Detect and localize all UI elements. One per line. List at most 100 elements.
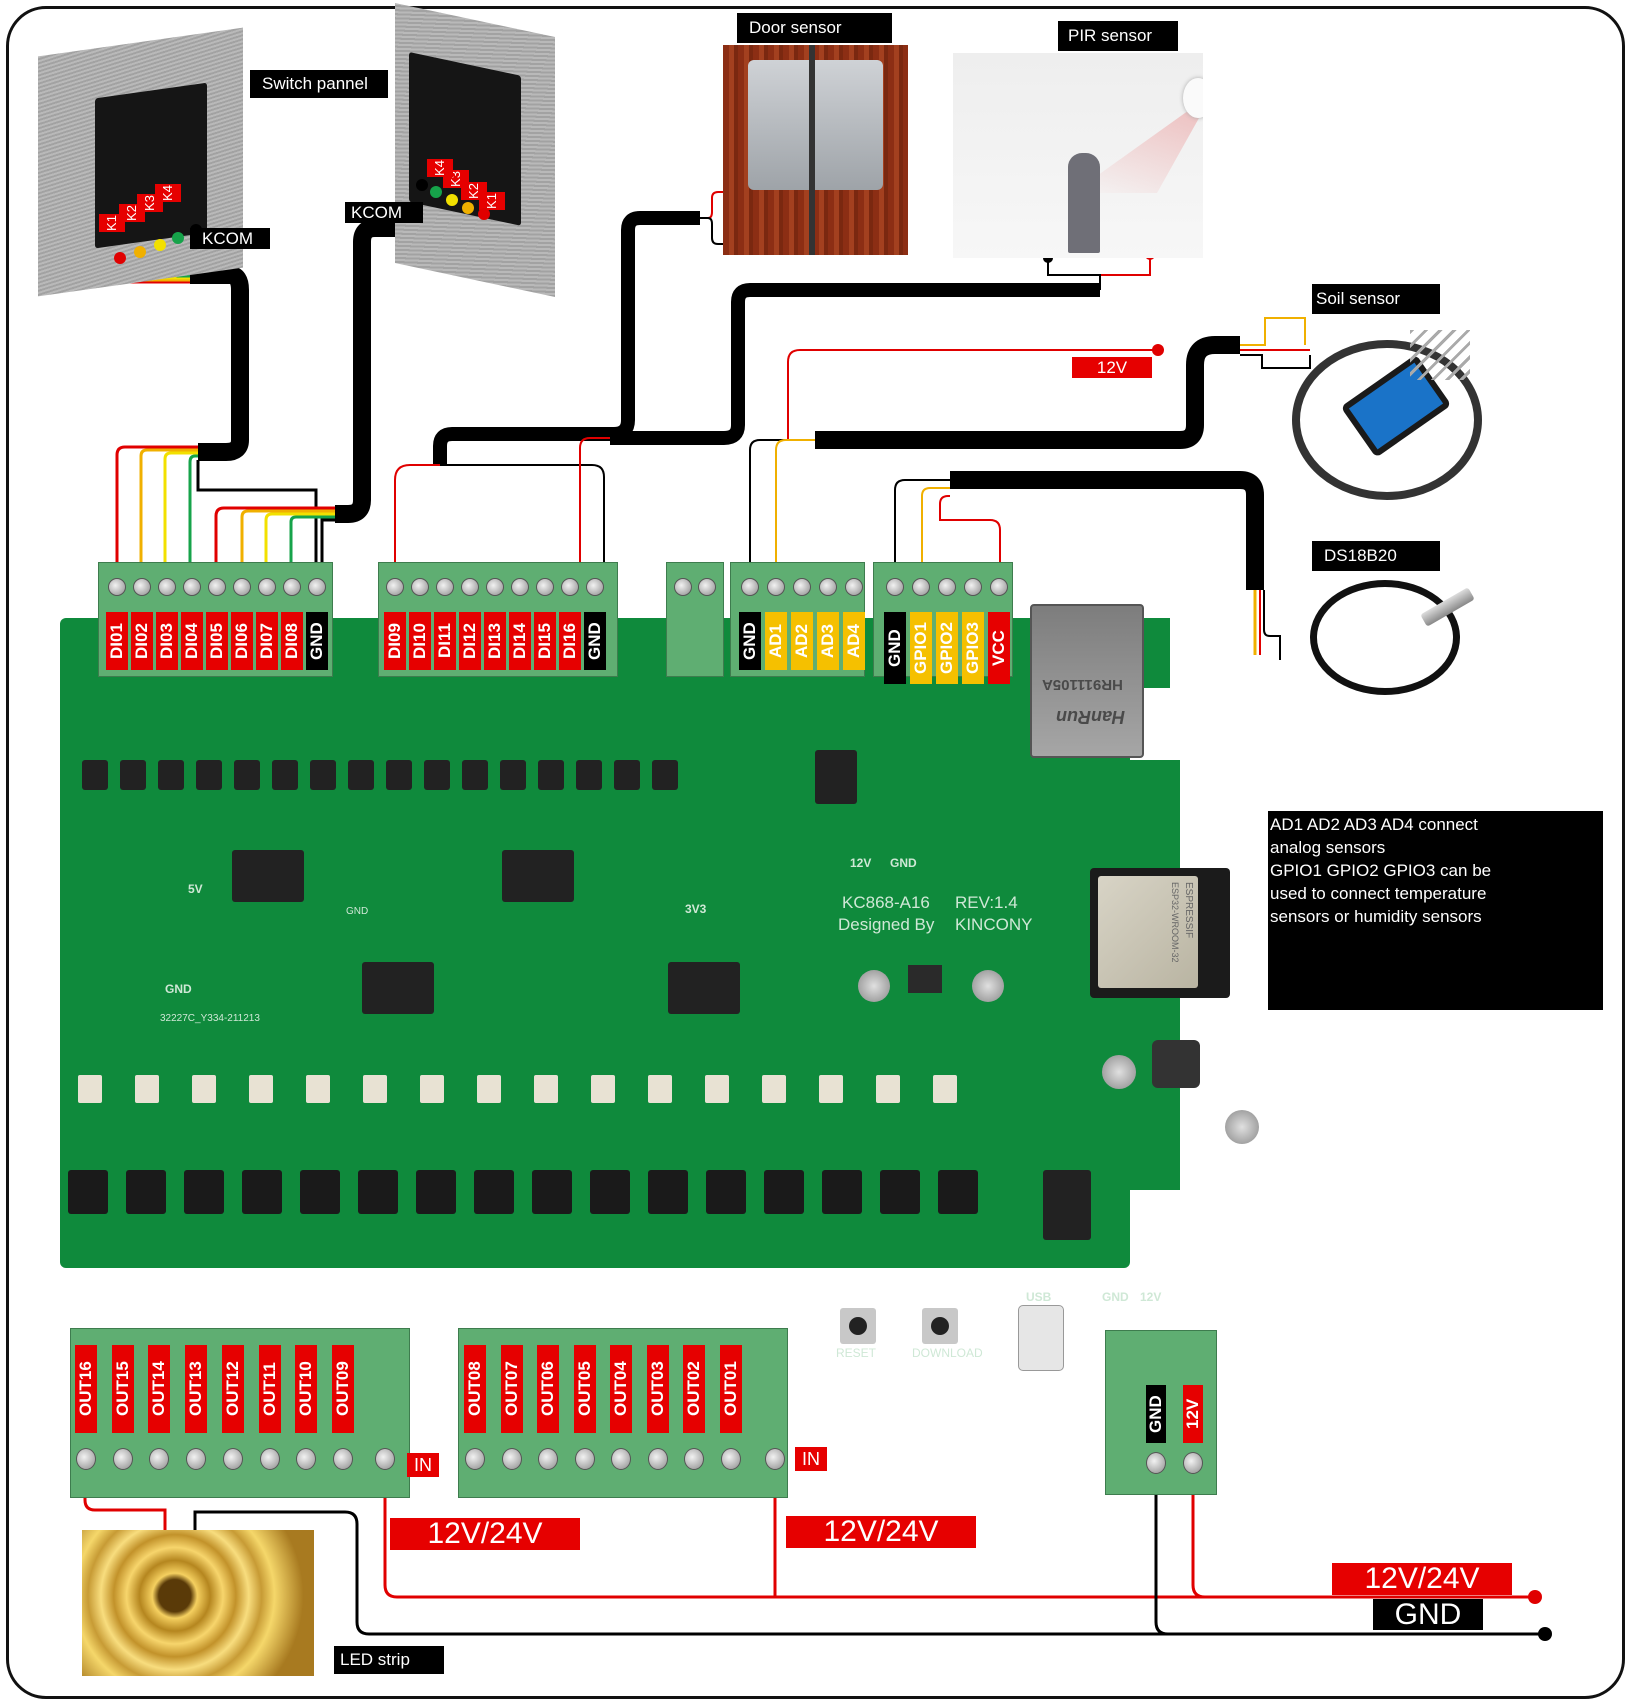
board-maker: KINCONY	[955, 915, 1033, 934]
terminal-screw[interactable]	[793, 578, 811, 596]
terminal-screw[interactable]	[486, 578, 504, 596]
terminal-label: GPIO2	[936, 612, 958, 684]
terminal-screw[interactable]	[112, 1448, 133, 1470]
terminal-screw[interactable]	[296, 1448, 317, 1470]
terminal-screw[interactable]	[183, 578, 201, 596]
note-line-5: sensors or humidity sensors	[1270, 907, 1482, 926]
terminal-screw[interactable]	[845, 578, 863, 596]
terminal-screw[interactable]	[741, 578, 759, 596]
terminal-screw[interactable]	[574, 1448, 595, 1470]
pwr-12v-silk: 12V	[1140, 1290, 1162, 1304]
terminal-screw[interactable]	[158, 578, 176, 596]
output-optocoupler	[762, 1075, 786, 1103]
switch-key-terminal	[134, 246, 146, 258]
terminal-screw[interactable]	[208, 578, 226, 596]
terminal-screw[interactable]	[283, 578, 301, 596]
reset-button[interactable]	[840, 1308, 876, 1344]
output-mosfet	[938, 1170, 978, 1214]
output-mosfet	[68, 1170, 108, 1214]
in-terminal-screw[interactable]	[765, 1448, 785, 1470]
wire-soil-yellow	[775, 439, 815, 580]
terminal-label: GND	[739, 612, 761, 670]
terminal-label: GND	[306, 612, 328, 670]
download-button[interactable]	[922, 1308, 958, 1344]
terminal-screw[interactable]	[461, 578, 479, 596]
switch-key-label: K4	[155, 184, 181, 202]
terminal-screw[interactable]	[501, 1448, 522, 1470]
terminal-screw[interactable]	[538, 1448, 558, 1470]
terminal-screw[interactable]	[684, 1448, 704, 1470]
rs485-screw-b[interactable]	[698, 578, 716, 596]
terminal-screw[interactable]	[912, 578, 930, 596]
terminal-screw[interactable]	[133, 578, 151, 596]
terminal-screw[interactable]	[465, 1448, 485, 1470]
in-terminal-screw[interactable]	[375, 1448, 395, 1470]
rs485-screw-a[interactable]	[674, 578, 692, 596]
terminal-label: DI02	[131, 612, 153, 670]
terminal-label: DI12	[459, 612, 481, 670]
terminal-screw[interactable]	[259, 1448, 280, 1470]
terminal-label: 12V	[1183, 1385, 1203, 1443]
capacitor-c1	[972, 970, 1004, 1002]
reset-label: RESET	[836, 1346, 877, 1360]
cable-switch-1	[190, 266, 249, 461]
terminal-screw[interactable]	[1146, 1452, 1166, 1474]
terminal-screw[interactable]	[76, 1448, 96, 1470]
switch-key-terminal	[172, 232, 184, 244]
terminal-screw[interactable]	[886, 578, 904, 596]
rj45-connector: HR911105A HanRun	[1030, 604, 1144, 758]
pir-device	[1183, 78, 1203, 118]
input-optocoupler	[272, 760, 298, 790]
terminal-screw[interactable]	[149, 1448, 170, 1470]
usb-c-port[interactable]	[1018, 1305, 1064, 1371]
note-line-3: GPIO1 GPIO2 GPIO3 can be	[1270, 861, 1492, 880]
inductor-l1	[1152, 1040, 1200, 1088]
ds18b20-cable-coil	[1310, 580, 1460, 695]
terminal-screw[interactable]	[964, 578, 982, 596]
terminal-screw[interactable]	[386, 578, 404, 596]
board-designed-by: Designed By	[838, 915, 935, 934]
wire-gnd-1a	[196, 460, 318, 580]
terminal-screw[interactable]	[308, 578, 326, 596]
terminal-screw[interactable]	[586, 578, 604, 596]
output-optocoupler	[591, 1075, 615, 1103]
cable-door-sensor	[433, 211, 700, 465]
terminal-screw[interactable]	[258, 578, 276, 596]
terminal-screw[interactable]	[536, 578, 554, 596]
terminal-screw[interactable]	[767, 578, 785, 596]
terminal-screw[interactable]	[108, 578, 126, 596]
terminal-screw[interactable]	[233, 578, 251, 596]
terminal-screw[interactable]	[332, 1448, 353, 1470]
pwr-gnd-silk: GND	[1102, 1290, 1129, 1304]
pcf8574-chip-4	[668, 962, 740, 1014]
terminal-screw[interactable]	[938, 578, 956, 596]
output-optocoupler	[534, 1075, 558, 1103]
terminal-screw[interactable]	[511, 578, 529, 596]
terminal-screw[interactable]	[436, 578, 454, 596]
terminal-label: OUT10	[295, 1345, 318, 1433]
terminal-label: AD1	[765, 612, 787, 670]
terminal-label: OUT02	[683, 1345, 705, 1433]
switch-key-terminal	[114, 252, 126, 264]
terminal-screw[interactable]	[186, 1448, 207, 1470]
terminal-screw[interactable]	[990, 578, 1008, 596]
terminal-screw[interactable]	[222, 1448, 243, 1470]
terminal-screw[interactable]	[720, 1448, 741, 1470]
kcom-left-label: KCOM	[190, 228, 270, 249]
terminal-label: OUT03	[646, 1345, 669, 1433]
terminal-screw[interactable]	[1183, 1452, 1203, 1474]
note-line-1: AD1 AD2 AD3 AD4 connect	[1270, 815, 1478, 834]
switch-key-terminal	[430, 186, 442, 198]
terminal-screw[interactable]	[611, 1448, 631, 1470]
output-mosfet	[822, 1170, 862, 1214]
terminal-screw[interactable]	[647, 1448, 668, 1470]
terminal-screw[interactable]	[411, 578, 429, 596]
cable-switch-2	[335, 219, 420, 523]
led-strip-label: LED strip	[334, 1646, 444, 1674]
terminal-screw[interactable]	[561, 578, 579, 596]
terminal-screw[interactable]	[819, 578, 837, 596]
out2-supply-label: 12V/24V	[786, 1516, 976, 1548]
soil-sensor-label: Soil sensor	[1312, 284, 1440, 314]
output-optocoupler	[306, 1075, 330, 1103]
switch-panel-2-image	[395, 2, 555, 298]
